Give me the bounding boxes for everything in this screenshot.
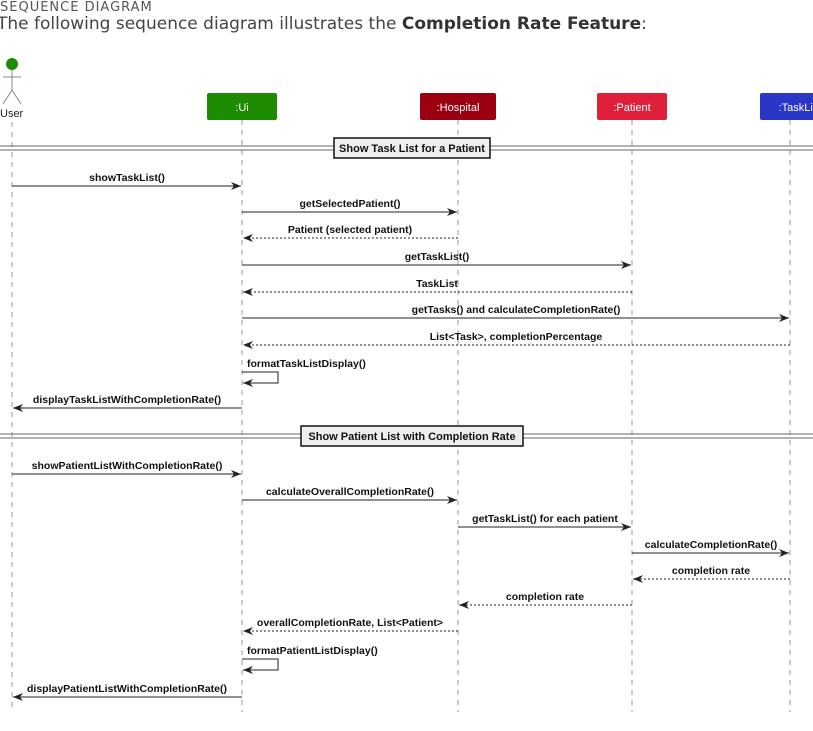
message-label: completion rate <box>506 591 584 603</box>
participant-label: :Hospital <box>437 102 480 114</box>
message-label: List<Task>, completionPercentage <box>430 331 603 343</box>
message-label: displayTaskListWithCompletionRate() <box>33 394 221 406</box>
participant-ui: :Ui <box>207 93 277 120</box>
message-label: calculateOverallCompletionRate() <box>266 486 434 498</box>
message: getSelectedPatient() <box>242 198 457 216</box>
message-label: getTasks() and calculateCompletionRate() <box>412 304 621 316</box>
message: displayPatientListWithCompletionRate() <box>13 683 242 701</box>
message: calculateCompletionRate() <box>632 539 789 557</box>
message: getTaskList() for each patient <box>458 513 631 531</box>
message: completion rate <box>459 591 632 609</box>
message: completion rate <box>633 565 790 583</box>
message: getTasks() and calculateCompletionRate() <box>242 304 789 322</box>
participant-label: :Patient <box>613 102 650 114</box>
message: formatPatientListDisplay() <box>242 645 378 674</box>
participant-user: User <box>0 58 24 120</box>
message-label: formatTaskListDisplay() <box>247 358 366 370</box>
feature-name: Completion Rate Feature <box>401 14 642 34</box>
participant-label: :TaskList <box>779 102 813 114</box>
message: showPatientListWithCompletionRate() <box>12 460 241 478</box>
message: formatTaskListDisplay() <box>242 358 366 387</box>
message: TaskList <box>243 278 632 296</box>
message-label: Patient (selected patient) <box>288 224 412 236</box>
divider-label: Show Patient List with Completion Rate <box>308 431 515 443</box>
message-arrow <box>242 371 279 387</box>
section-heading: SEQUENCE DIAGRAM <box>0 0 153 15</box>
message-label: formatPatientListDisplay() <box>247 645 378 657</box>
message: overallCompletionRate, List<Patient> <box>243 617 458 635</box>
message-label: getTaskList() for each patient <box>472 513 618 525</box>
message-label: overallCompletionRate, List<Patient> <box>257 617 443 629</box>
actor-icon <box>6 58 18 70</box>
participant-task: :TaskList <box>760 93 813 120</box>
message: Patient (selected patient) <box>243 224 458 242</box>
message-label: calculateCompletionRate() <box>645 539 777 551</box>
message-label: getTaskList() <box>405 251 470 263</box>
message-label: showPatientListWithCompletionRate() <box>32 460 223 472</box>
message-label: showTaskList() <box>89 172 165 184</box>
intro-text: The following sequence diagram illustrat… <box>0 14 647 34</box>
participant-label: :Ui <box>235 102 248 114</box>
participant-label: User <box>0 108 24 120</box>
message: List<Task>, completionPercentage <box>243 331 790 349</box>
participant-patient: :Patient <box>597 93 667 120</box>
message-label: displayPatientListWithCompletionRate() <box>27 683 227 695</box>
message: displayTaskListWithCompletionRate() <box>13 394 242 412</box>
message-label: TaskList <box>416 278 458 290</box>
divider-label: Show Task List for a Patient <box>339 143 485 155</box>
message: getTaskList() <box>242 251 631 269</box>
participant-hospital: :Hospital <box>420 93 496 120</box>
message: showTaskList() <box>12 172 241 190</box>
message-label: getSelectedPatient() <box>300 198 401 210</box>
divider: Show Task List for a Patient <box>0 137 813 159</box>
message-label: completion rate <box>672 565 750 577</box>
message: calculateOverallCompletionRate() <box>242 486 457 504</box>
message-arrow <box>242 658 279 674</box>
divider: Show Patient List with Completion Rate <box>0 425 813 447</box>
